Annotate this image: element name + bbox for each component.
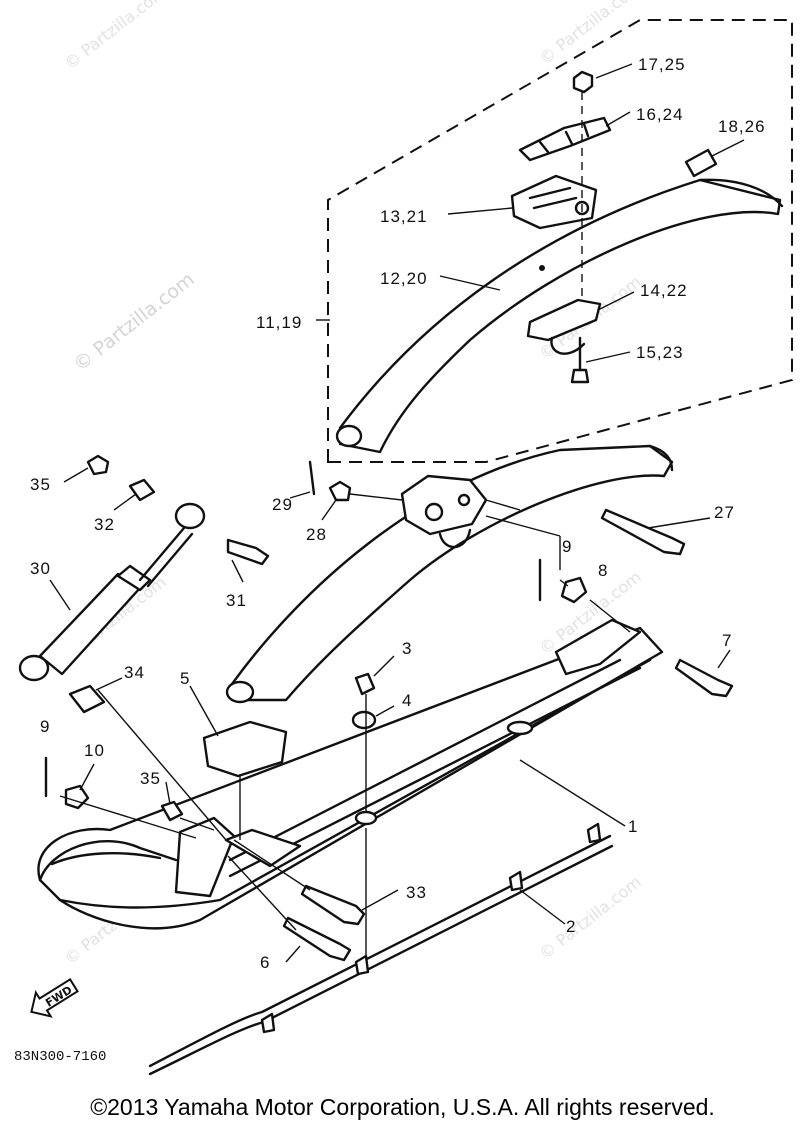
small-parts — [44, 454, 734, 962]
callout-6: 6 — [260, 953, 270, 972]
callout-5: 5 — [180, 669, 190, 688]
lower-plate — [526, 298, 602, 384]
watermark-bottom-right: © Partzilla.com — [536, 872, 645, 963]
ski — [37, 618, 664, 930]
callout-16-24: 16,24 — [636, 105, 684, 124]
part-collar-32 — [128, 478, 156, 502]
callout-3: 3 — [402, 639, 412, 658]
copyright-notice: ©2013 Yamaha Motor Corporation, U.S.A. A… — [90, 1094, 715, 1120]
part-bolt-6 — [282, 916, 352, 962]
part-nut-35a — [86, 454, 110, 476]
callout-31: 31 — [226, 591, 247, 610]
part-nut-10 — [64, 784, 90, 810]
callout-28: 28 — [306, 525, 327, 544]
part-nut-8 — [560, 576, 588, 604]
callout-14-22: 14,22 — [640, 281, 688, 300]
callout-17-25: 17,25 — [638, 55, 686, 74]
watermark-center: © Partzilla.com — [70, 268, 199, 376]
callout-35-a: 35 — [30, 475, 51, 494]
upper-leaf-spring — [335, 178, 784, 454]
callout-9-a: 9 — [40, 717, 50, 736]
spring-bracket — [518, 116, 612, 162]
callout-32: 32 — [94, 515, 115, 534]
part-collar-34 — [68, 684, 106, 714]
part-nut-28 — [328, 480, 352, 502]
main-leaf-spring — [225, 444, 674, 704]
callout-10: 10 — [84, 741, 105, 760]
wear-rod — [148, 822, 614, 1076]
callout-29: 29 — [272, 495, 293, 514]
spring-cap — [510, 174, 598, 230]
callout-4: 4 — [402, 691, 412, 710]
callout-27: 27 — [714, 503, 735, 522]
watermark-top-left: © Partzilla.com — [61, 0, 170, 73]
callout-2: 2 — [566, 917, 576, 936]
callout-11-19: 11,19 — [256, 313, 302, 332]
callout-18-26: 18,26 — [718, 117, 766, 136]
part-washer-4 — [351, 710, 377, 730]
part-bolt-27 — [600, 508, 686, 556]
part-pin-29 — [308, 460, 316, 496]
collar-18 — [684, 148, 718, 178]
callout-15-23: 15,23 — [636, 343, 684, 362]
callout-7: 7 — [722, 631, 732, 650]
nut-17 — [572, 70, 594, 94]
part-bolt-7 — [674, 658, 734, 698]
assembly-dashed-outline — [327, 19, 793, 463]
callout-12-20: 12,20 — [380, 269, 428, 288]
spring-center-mount — [400, 474, 488, 549]
callout-9-b: 9 — [562, 537, 572, 556]
part-bolt-31 — [226, 538, 270, 566]
part-bracket-5 — [202, 720, 288, 778]
callout-8: 8 — [598, 561, 608, 580]
watermark-top-right: © Partzilla.com — [536, 0, 645, 68]
callout-33: 33 — [406, 883, 427, 902]
callout-30: 30 — [30, 559, 51, 578]
part-bolt-33 — [300, 884, 366, 926]
part-nut-3 — [354, 672, 376, 696]
callout-labels: 17,25 16,24 18,26 13,21 12,20 11,19 14,2… — [30, 55, 766, 972]
callout-34: 34 — [124, 663, 145, 682]
diagram-code: 83N300-7160 — [14, 1049, 106, 1065]
callout-35-b: 35 — [140, 769, 161, 788]
leader-lines — [49, 63, 745, 963]
forward-arrow: FWD — [30, 978, 79, 1018]
callout-1: 1 — [628, 817, 638, 836]
callout-13-21: 13,21 — [380, 207, 428, 226]
shock-absorber — [18, 502, 206, 682]
